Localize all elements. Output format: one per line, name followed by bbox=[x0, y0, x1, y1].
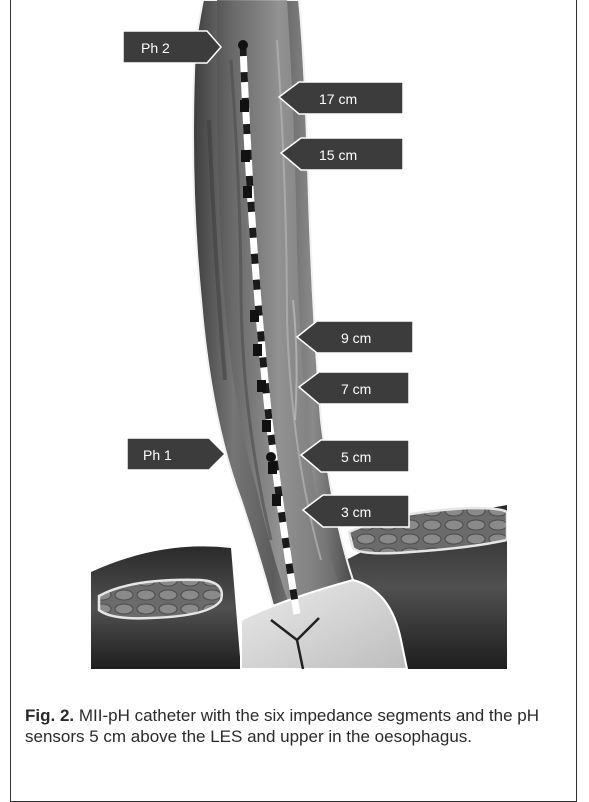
caption-figure-number: Fig. 2. bbox=[25, 706, 74, 725]
label-9cm: 9 cm bbox=[341, 330, 371, 346]
label-17cm: 17 cm bbox=[319, 91, 357, 107]
ph2-label: Ph 2 bbox=[141, 40, 170, 56]
tag-5cm: 5 cm bbox=[301, 440, 409, 472]
label-3cm: 3 cm bbox=[341, 504, 371, 520]
caption-text: MII-pH catheter with the six impedance s… bbox=[25, 706, 539, 746]
ph2-tag: Ph 2 bbox=[123, 31, 221, 63]
ph1-label: Ph 1 bbox=[143, 447, 172, 463]
catheter-illustration: Ph 2 Ph 1 17 cm 15 cm 9 cm 7 cm 5 cm bbox=[91, 0, 507, 669]
label-7cm: 7 cm bbox=[341, 381, 371, 397]
tag-7cm: 7 cm bbox=[299, 372, 409, 404]
tag-3cm: 3 cm bbox=[303, 495, 409, 527]
label-15cm: 15 cm bbox=[319, 147, 357, 163]
figure-caption: Fig. 2. MII-pH catheter with the six imp… bbox=[25, 705, 550, 747]
tag-15cm: 15 cm bbox=[281, 138, 403, 170]
label-5cm: 5 cm bbox=[341, 449, 371, 465]
tag-9cm: 9 cm bbox=[297, 321, 413, 353]
oesophagus-drawing: Ph 2 Ph 1 17 cm 15 cm 9 cm 7 cm 5 cm bbox=[91, 0, 507, 669]
ph1-tag: Ph 1 bbox=[127, 438, 225, 470]
tag-17cm: 17 cm bbox=[279, 82, 403, 114]
